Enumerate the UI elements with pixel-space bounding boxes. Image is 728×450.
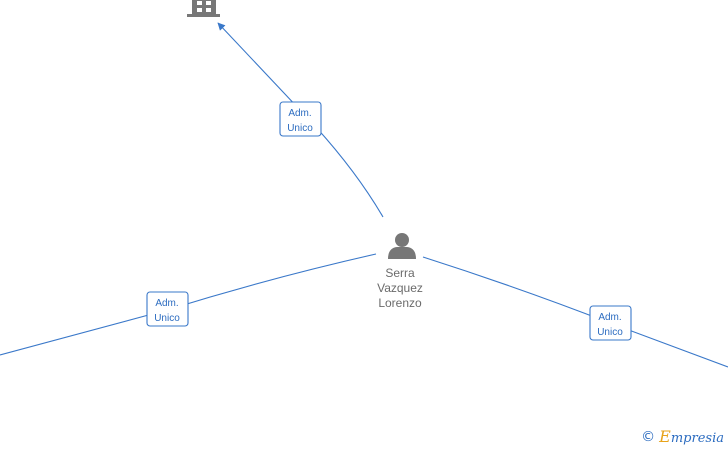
- edge-label-line-1: Adm.: [155, 298, 178, 309]
- company-node[interactable]: [187, 0, 220, 17]
- brand-logo-rest: mpresia: [670, 431, 724, 446]
- edge-label-to-right[interactable]: Adm. Unico: [589, 305, 632, 341]
- edge-label-line-2: Unico: [154, 313, 180, 324]
- edge-label-to-left[interactable]: Adm. Unico: [146, 291, 189, 327]
- edge-label-line-2: Unico: [597, 327, 623, 338]
- person-icon: [388, 233, 416, 259]
- person-name-line-2: Vazquez: [377, 281, 423, 295]
- edge-label-line-1: Adm.: [598, 312, 621, 323]
- person-name-line-3: Lorenzo: [378, 296, 422, 310]
- edge-to-right: [422, 256, 728, 368]
- edge-label-to-company[interactable]: Adm. Unico: [279, 101, 322, 137]
- person-name-line-1: Serra: [385, 266, 415, 280]
- brand-logo: Empresia: [659, 427, 724, 446]
- building-icon: [187, 0, 220, 17]
- person-node[interactable]: Serra Vazquez Lorenzo: [377, 233, 423, 310]
- edge-label-line-1: Adm.: [288, 108, 311, 119]
- empresia-watermark: © Empresia: [641, 427, 724, 446]
- copyright-icon: ©: [641, 428, 656, 445]
- brand-logo-initial: E: [659, 427, 671, 446]
- edge-label-line-2: Unico: [287, 123, 313, 134]
